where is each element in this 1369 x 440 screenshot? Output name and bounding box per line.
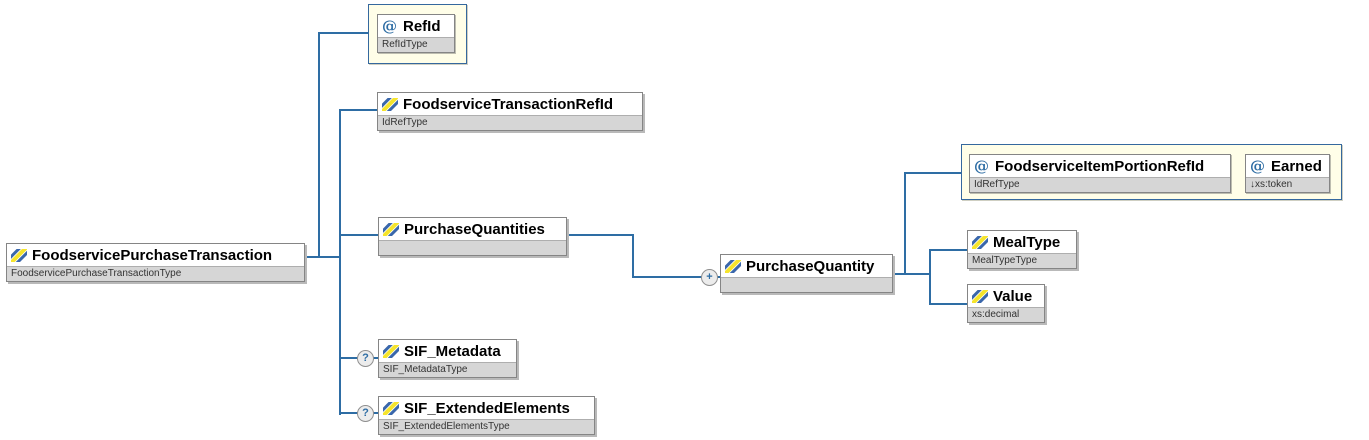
at-sign-icon: @ [974,157,989,175]
connector-line [929,249,931,305]
node-label: FoodservicePurchaseTransaction [32,246,273,264]
node-type: RefIdType [378,37,454,52]
node-type [379,240,566,255]
node-label: SIF_ExtendedElements [404,399,570,417]
connector-line [632,276,720,278]
plus-icon: + [706,271,713,283]
node-label: FoodserviceTransactionRefId [403,95,614,113]
node-foodservice-transaction-refid[interactable]: FoodserviceTransactionRefId IdRefType [377,92,643,131]
node-label: SIF_Metadata [404,342,501,360]
node-title-row: SIF_ExtendedElements [379,397,594,419]
node-purchase-quantity[interactable]: PurchaseQuantity [720,254,893,293]
optional-badge[interactable]: ? [357,405,374,422]
node-sif-metadata[interactable]: SIF_Metadata SIF_MetadataType [378,339,517,378]
node-type: IdRefType [378,115,642,130]
node-type: SIF_ExtendedElementsType [379,419,594,434]
connector-line [904,172,961,174]
repeat-badge[interactable]: + [701,269,718,286]
element-icon [382,97,398,111]
connector-line [339,109,341,415]
connector-line [318,32,320,258]
node-title-row: FoodservicePurchaseTransaction [7,244,304,266]
node-label: PurchaseQuantities [404,220,545,238]
node-title-row: @ RefId [378,15,454,37]
node-label: PurchaseQuantity [746,257,875,275]
node-type [721,277,892,292]
node-title-row: Value [968,285,1044,307]
node-type: MealTypeType [968,253,1076,268]
connector-line [904,172,906,275]
node-refid[interactable]: @ RefId RefIdType [377,14,455,53]
connector-line [339,234,378,236]
node-sif-extended-elements[interactable]: SIF_ExtendedElements SIF_ExtendedElement… [378,396,595,435]
connector-line [929,249,967,251]
connector-line [565,234,634,236]
node-title-row: PurchaseQuantity [721,255,892,277]
question-icon: ? [362,352,369,364]
node-foodservice-purchase-transaction[interactable]: FoodservicePurchaseTransaction Foodservi… [6,243,305,282]
node-earned[interactable]: @ Earned ↓xs:token [1245,154,1330,193]
question-icon: ? [362,407,369,419]
node-type: FoodservicePurchaseTransactionType [7,266,304,281]
node-label: FoodserviceItemPortionRefId [995,157,1205,175]
connector-line [891,273,931,275]
optional-badge[interactable]: ? [357,350,374,367]
node-foodservice-item-portion-refid[interactable]: @ FoodserviceItemPortionRefId IdRefType [969,154,1231,193]
node-title-row: SIF_Metadata [379,340,516,362]
element-icon [972,289,988,303]
node-title-row: @ FoodserviceItemPortionRefId [970,155,1230,177]
element-icon [725,259,741,273]
element-icon [383,344,399,358]
at-sign-icon: @ [382,17,397,35]
connector-line [632,234,634,278]
node-title-row: FoodserviceTransactionRefId [378,93,642,115]
node-type: IdRefType [970,177,1230,192]
node-title-row: PurchaseQuantities [379,218,566,240]
node-type: SIF_MetadataType [379,362,516,377]
connector-line [929,303,967,305]
at-sign-icon: @ [1250,157,1265,175]
node-label: MealType [993,233,1061,251]
node-type: ↓xs:token [1246,177,1329,192]
element-icon [383,222,399,236]
node-type: xs:decimal [968,307,1044,322]
connector-line [318,32,368,34]
node-title-row: MealType [968,231,1076,253]
node-label: Value [993,287,1033,305]
node-label: RefId [403,17,441,35]
node-label: Earned [1271,157,1322,175]
attribute-container-purchase-quantity: @ FoodserviceItemPortionRefId IdRefType … [961,144,1342,200]
node-meal-type[interactable]: MealType MealTypeType [967,230,1077,269]
node-title-row: @ Earned [1246,155,1329,177]
element-icon [383,401,399,415]
attribute-container-refid: @ RefId RefIdType [368,4,467,64]
element-icon [972,235,988,249]
connector-line [305,256,340,258]
element-icon [11,248,27,262]
connector-line [339,109,377,111]
node-value[interactable]: Value xs:decimal [967,284,1045,323]
node-purchase-quantities[interactable]: PurchaseQuantities [378,217,567,256]
